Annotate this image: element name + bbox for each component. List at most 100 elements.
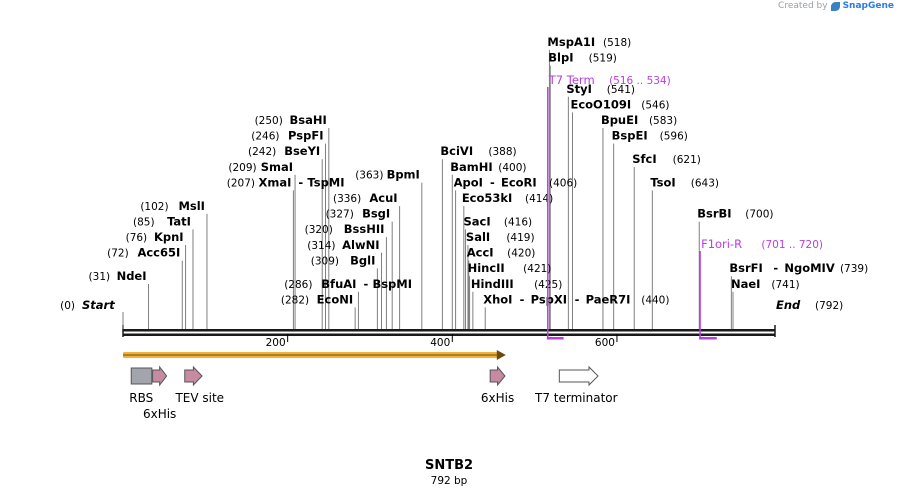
feature-rbs[interactable] <box>130 367 153 385</box>
restriction-site-acc65i[interactable]: Acc65I(72) <box>107 246 180 260</box>
site-name: KpnI <box>154 230 184 244</box>
restriction-site-bcivi[interactable]: BciVI(388) <box>440 144 516 158</box>
restriction-site-apoi[interactable]: ApoI-EcoRI(406) <box>454 175 578 189</box>
start-position: (0) <box>60 300 75 312</box>
site-name-extra: NgoMIV <box>784 261 834 275</box>
primer-name: F1ori-R <box>701 237 742 251</box>
ruler-tick-label: 400 <box>430 337 450 349</box>
restriction-site-bsshii[interactable]: BssHII(320) <box>305 222 385 236</box>
site-name: MspA1I <box>547 35 595 49</box>
restriction-site-saci[interactable]: SacI(416) <box>463 214 532 228</box>
site-name: BpuEI <box>601 113 638 127</box>
feature-tev-site[interactable] <box>184 365 203 387</box>
site-name: TsoI <box>650 175 675 189</box>
site-name-extra: TspMI <box>307 175 344 189</box>
feature-t7-terminator[interactable] <box>558 365 599 387</box>
restriction-site-xmai[interactable]: TspMI-XmaI(207) <box>227 175 345 189</box>
restriction-site-bspei[interactable]: BspEI(596) <box>612 129 688 143</box>
feature-6xhis[interactable] <box>489 365 506 387</box>
site-name: MslI <box>178 199 205 213</box>
restriction-site-mspa1i[interactable]: MspA1I(518) <box>547 35 631 49</box>
site-position: (440) <box>641 294 669 306</box>
orf-arrowhead <box>496 350 506 360</box>
feature-label: RBS <box>129 391 153 405</box>
restriction-site-eco53ki[interactable]: Eco53kI (414) <box>462 191 553 205</box>
site-position: (309) <box>311 255 339 267</box>
site-position: (76) <box>126 232 148 244</box>
restriction-site-alwni[interactable]: AlwNI(314) <box>307 238 379 252</box>
feature-6xhis[interactable] <box>152 365 168 387</box>
site-position: (207) <box>227 177 255 189</box>
restriction-site-econi[interactable]: EcoNI (282) <box>281 292 353 306</box>
restriction-site-bsahi[interactable]: BsaHI(250) <box>255 113 327 127</box>
primer-binding-bar[interactable] <box>699 337 717 340</box>
site-position: (327) <box>326 209 354 221</box>
watermark-prefix: Created by <box>778 1 828 11</box>
restriction-site-bamhi[interactable]: BamHI(400) <box>450 160 526 174</box>
restriction-site-acui[interactable]: AcuI(336) <box>333 191 398 205</box>
backbone-bottom-strand <box>123 333 775 336</box>
site-name-extra: EcoRI <box>501 175 537 189</box>
site-position: (363) <box>355 170 383 182</box>
site-position: (286) <box>284 279 312 291</box>
restriction-site-ndei[interactable]: NdeI(31) <box>89 269 147 283</box>
site-position: (546) <box>641 99 669 111</box>
restriction-site-ecoo109i[interactable]: EcoO109I(546) <box>570 97 669 111</box>
restriction-site-blpi[interactable]: BlpI(519) <box>548 51 617 65</box>
site-position: (420) <box>507 248 535 260</box>
restriction-site-hincii[interactable]: HincII(421) <box>468 261 552 275</box>
restriction-site-kpni[interactable]: KpnI (76) <box>126 230 184 244</box>
restriction-site-bsrbi[interactable]: BsrBI (700) <box>697 207 773 221</box>
site-name: EcoNI <box>317 292 353 306</box>
restriction-site-styi[interactable]: StyI(541) <box>566 82 635 96</box>
snapgene-leaf-icon <box>830 1 840 11</box>
site-position: (406) <box>549 177 577 189</box>
start-label: Start <box>82 298 115 312</box>
primer-binding-bar[interactable] <box>546 337 564 340</box>
site-name: NaeI <box>731 277 760 291</box>
site-name: BsrBI <box>697 207 731 221</box>
site-position: (741) <box>771 279 799 291</box>
restriction-site-sali[interactable]: SalI(419) <box>466 230 535 244</box>
site-name: TatI <box>167 214 191 228</box>
site-name: BpmI <box>387 168 420 182</box>
site-position: (400) <box>498 162 526 174</box>
site-position: (282) <box>281 294 309 306</box>
site-position: (739) <box>840 263 868 275</box>
restriction-site-acci[interactable]: AccI(420) <box>467 246 536 260</box>
restriction-site-bfuai[interactable]: BspMI-BfuAI(286) <box>284 277 412 291</box>
restriction-site-tati[interactable]: TatI(85) <box>133 214 191 228</box>
site-separator: - <box>520 292 525 306</box>
primer-name: T7 Term <box>548 73 595 87</box>
site-position: (519) <box>589 53 617 65</box>
restriction-site-bsrfi[interactable]: BsrFI-NgoMIV(739) <box>729 261 868 275</box>
restriction-site-bseyi[interactable]: BseYI(242) <box>248 144 320 158</box>
restriction-site-pspfi[interactable]: PspFI(246) <box>251 129 323 143</box>
site-name: SacI <box>463 214 490 228</box>
feature-label: T7 terminator <box>534 391 618 405</box>
restriction-site-bpmi[interactable]: BpmI (363) <box>355 168 420 182</box>
restriction-site-tsoi[interactable]: TsoI(643) <box>650 175 719 189</box>
site-name: NdeI <box>117 269 147 283</box>
restriction-site-hindiii[interactable]: HindIII(425) <box>471 277 562 291</box>
site-position: (72) <box>107 248 129 260</box>
site-position: (414) <box>525 193 553 205</box>
restriction-site-naei[interactable]: NaeI (741) <box>731 277 800 291</box>
restriction-site-sfci[interactable]: SfcI(621) <box>632 152 701 166</box>
site-name: BspEI <box>612 129 648 143</box>
restriction-site-bpuei[interactable]: BpuEI(583) <box>601 113 677 127</box>
site-position: (700) <box>745 209 773 221</box>
site-name: SalI <box>466 230 490 244</box>
restriction-site-xhoi[interactable]: XhoI-PspXI-PaeR7I(440) <box>483 292 669 306</box>
restriction-site-msli[interactable]: MslI (102) <box>140 199 205 213</box>
restriction-site-smai[interactable]: SmaI(209) <box>228 160 293 174</box>
site-name: Eco53kI <box>462 191 513 205</box>
site-position: (250) <box>255 115 283 127</box>
feature-label: 6xHis <box>481 391 514 405</box>
site-name-extra: PaeR7I <box>586 292 631 306</box>
site-position: (541) <box>607 84 635 96</box>
site-position: (102) <box>140 201 168 213</box>
feature-label: TEV site <box>174 391 224 405</box>
restriction-site-bgli[interactable]: BglI(309) <box>311 253 376 267</box>
restriction-site-bsgi[interactable]: BsgI(327) <box>326 207 391 221</box>
